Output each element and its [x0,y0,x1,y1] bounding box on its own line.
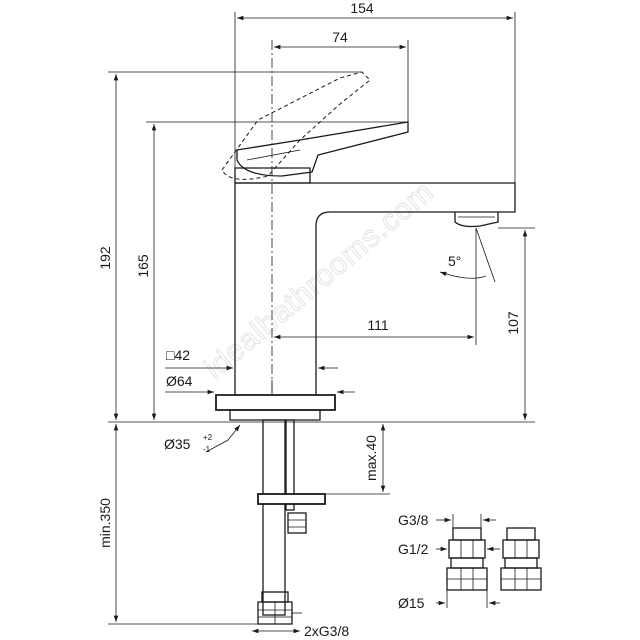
fitting-left [446,527,488,591]
spout-reach-label: 111 [367,317,388,333]
thread-small-label: G3/8 [398,512,429,528]
pipe-diameter-label: Ø15 [398,595,425,611]
max-deck-thickness-label: max.40 [363,435,379,481]
faucet-body [215,71,516,421]
dimension-lines [108,12,535,634]
total-height-label: 192 [97,246,113,270]
fitting-right [500,527,542,591]
hole-tolerance-lower: -1 [203,445,211,454]
lever-width-label: 74 [332,29,348,45]
under-deck-assembly [257,419,326,625]
hole-tolerance-upper: +2 [203,433,213,442]
spout-height-label: 107 [505,311,521,335]
dimension-labels: 154 74 192 165 111 107 5° □42 Ø64 Ø35 +2… [97,0,521,639]
overall-width-label: 154 [350,0,374,16]
min-hose-length-label: min.350 [97,498,113,548]
angle-label: 5° [448,253,461,269]
lever-height-label: 165 [135,254,151,278]
hole-diameter-label: Ø35 [164,436,191,452]
hose-connection-label: 2xG3/8 [304,623,349,639]
base-diameter-label: Ø64 [166,373,193,389]
thread-large-label: G1/2 [398,541,429,557]
square-body-label: □42 [166,347,190,363]
